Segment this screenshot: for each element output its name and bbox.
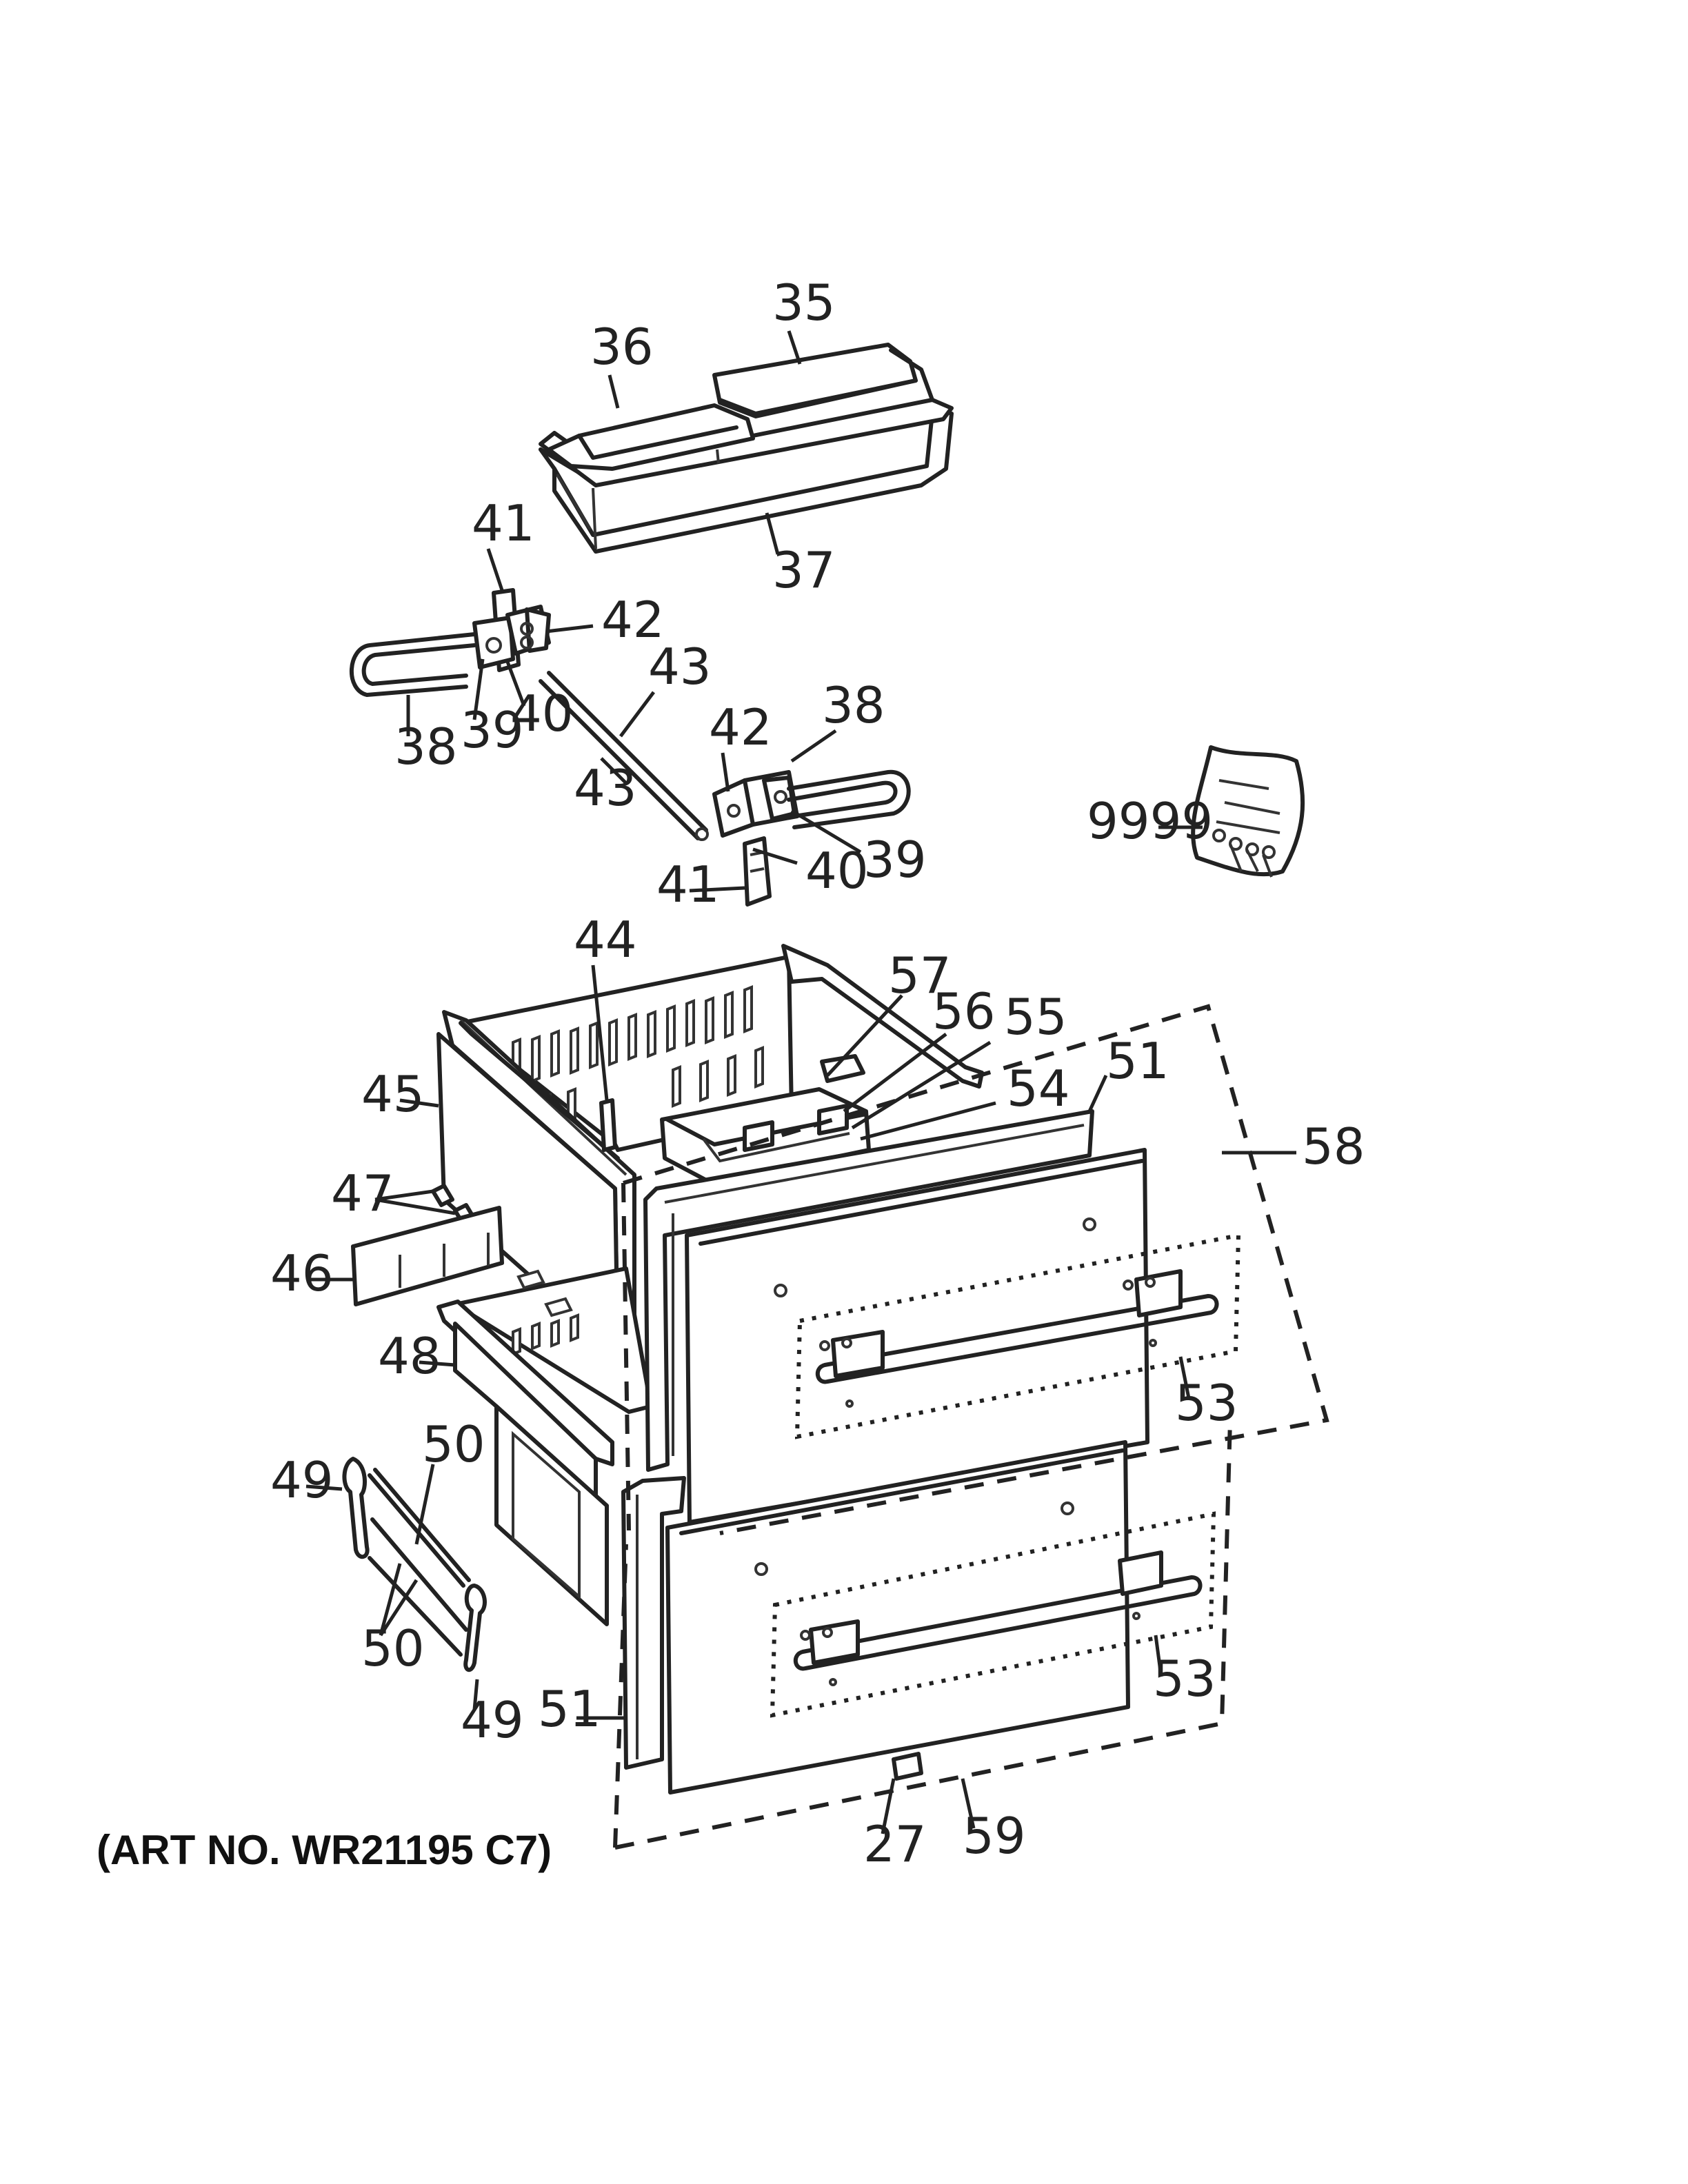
callout-43-top: 43 xyxy=(648,638,712,696)
callout-42-right: 42 xyxy=(709,698,772,756)
callout-labels: 35 36 37 41 42 43 38 39 40 43 42 38 39 4… xyxy=(270,274,1365,1873)
callout-39-right: 39 xyxy=(863,831,927,889)
callout-55: 55 xyxy=(1004,988,1067,1046)
callout-27: 27 xyxy=(863,1815,927,1873)
callout-58: 58 xyxy=(1302,1118,1365,1175)
callout-50-top: 50 xyxy=(422,1415,485,1473)
callout-38-right: 38 xyxy=(822,676,885,734)
callout-49-bottom: 49 xyxy=(461,1691,524,1749)
callout-53-bottom: 53 xyxy=(1153,1650,1216,1708)
callout-41-bottom: 41 xyxy=(656,856,720,913)
divider-rail-assembly xyxy=(350,588,911,907)
door-assembly-outline-58 xyxy=(623,1004,1329,1535)
upper-door-assembly xyxy=(643,1109,1241,1524)
callout-44: 44 xyxy=(574,911,637,969)
callout-36: 36 xyxy=(590,318,654,376)
callout-42-left: 42 xyxy=(601,591,665,649)
callout-39-left: 39 xyxy=(461,701,524,759)
callout-51-top: 51 xyxy=(1106,1032,1169,1090)
callout-50-bottom: 50 xyxy=(361,1619,425,1677)
door-assembly-outline-59 xyxy=(613,1182,1232,1850)
callout-35: 35 xyxy=(772,274,836,332)
lower-door-assembly xyxy=(621,1440,1216,1794)
leader-lines xyxy=(305,330,1296,1834)
callout-57: 57 xyxy=(888,947,952,1004)
callout-40-left: 40 xyxy=(510,685,574,742)
callout-49-top: 49 xyxy=(270,1451,334,1509)
callout-37: 37 xyxy=(772,541,836,599)
callout-47: 47 xyxy=(331,1164,394,1222)
callout-59: 59 xyxy=(963,1807,1026,1865)
lower-drawer-basket xyxy=(342,1266,653,1672)
callout-41-top: 41 xyxy=(472,494,535,552)
callout-40-right: 40 xyxy=(805,842,869,900)
callout-53-top: 53 xyxy=(1175,1374,1238,1432)
upper-drawer-basket xyxy=(351,944,984,1359)
callout-56: 56 xyxy=(932,982,996,1040)
callout-46: 46 xyxy=(270,1244,334,1302)
callout-48: 48 xyxy=(378,1327,441,1385)
callout-43-bottom: 43 xyxy=(574,759,637,817)
callout-9999: 9999 xyxy=(1087,792,1213,850)
upper-bin-assembly xyxy=(539,343,954,554)
callout-38-left: 38 xyxy=(394,718,458,776)
callout-54: 54 xyxy=(1007,1060,1070,1118)
art-number: (ART NO. WR21195 C7) xyxy=(97,1827,552,1873)
hardware-bag xyxy=(1191,745,1305,878)
callout-45: 45 xyxy=(361,1065,425,1123)
callout-51-bottom: 51 xyxy=(538,1680,601,1738)
